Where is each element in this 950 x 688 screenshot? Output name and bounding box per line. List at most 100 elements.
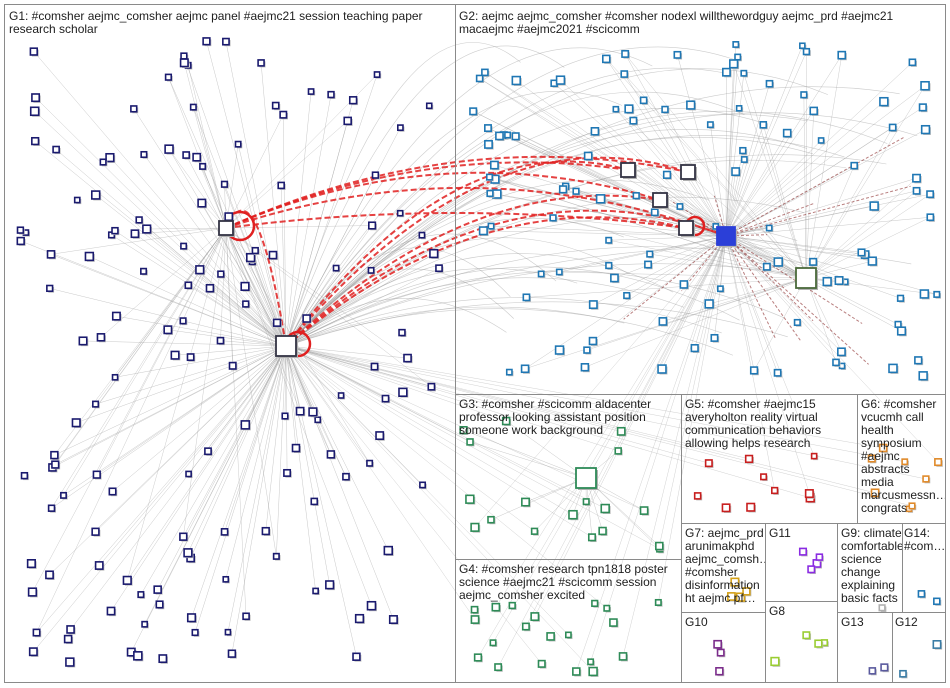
node [370,362,379,371]
node [475,74,484,83]
node [632,192,640,200]
edge [193,107,227,229]
node [130,229,140,239]
node [809,257,818,266]
node [917,590,926,598]
edge [245,345,287,425]
edge [709,277,807,305]
edge [725,235,755,371]
node [501,416,511,426]
edge [285,345,569,636]
edge-darkred [725,235,869,365]
node [216,336,225,345]
node [598,526,607,536]
edge [225,227,233,366]
node [16,236,25,246]
edge [227,345,287,633]
node [508,601,516,610]
edge [725,235,866,255]
node [583,346,591,354]
group-label-g13: G13 [841,616,864,629]
node [314,416,322,424]
node [879,96,889,107]
node [662,170,672,179]
edge [285,345,432,387]
edge-red [285,160,629,347]
node [582,498,590,506]
node [348,96,358,105]
node [878,604,886,612]
node [272,318,282,327]
group-label-g2: G2: aejmc aejmc_comsher #comsher nodexl … [459,10,894,36]
node [310,497,319,506]
group-label-g12: G12 [895,616,918,629]
node [486,189,494,198]
edge-darkred [725,235,814,322]
node [205,283,215,293]
edge [285,345,750,460]
edge [109,157,287,347]
group-label-g3: G3: #comsher #scicomm aldacenter profess… [459,398,652,437]
edge [285,345,288,473]
node [302,314,311,323]
edge [649,253,807,279]
edge [285,137,813,347]
node [564,631,572,639]
edge [725,235,862,253]
edge [285,345,593,538]
node [822,276,832,287]
edge [710,124,727,237]
node [690,344,699,353]
group-label-g14: G14: #com… [904,527,946,553]
node [179,58,189,68]
node [869,201,879,211]
edge [285,277,685,347]
node [381,394,390,403]
edge [138,219,287,347]
node [182,151,191,159]
node [186,613,197,623]
node [706,121,714,129]
edge [285,345,926,480]
node [713,639,723,649]
node [199,162,207,170]
node [111,311,121,321]
node [732,41,740,48]
edge [54,345,287,456]
edge [55,345,287,465]
edge [116,315,287,347]
node [337,392,345,399]
edge [725,127,893,237]
node [729,59,739,69]
node [926,190,935,199]
node [222,37,230,46]
group-label-g7: G7: aejmc_prd arunimakphd aejmc_comsh… #… [685,527,765,605]
edge-red [285,216,687,347]
node [179,532,188,541]
node [271,101,280,110]
group-panel-g1 [4,4,456,683]
edge [146,228,287,347]
node [740,156,748,163]
node [922,475,930,483]
node [63,634,73,644]
edge [753,277,807,371]
node [202,37,211,46]
node [646,250,654,258]
node [715,667,724,676]
node [868,667,877,675]
edge [559,271,807,279]
node [899,669,907,678]
node [618,652,628,661]
hub-node [795,267,817,289]
node [773,368,782,377]
node [491,602,501,612]
node [368,221,377,230]
edge [285,301,788,347]
edge [626,235,727,296]
edge-darkred [725,235,802,342]
edge [220,340,287,347]
node [142,224,152,234]
edge [506,420,587,479]
